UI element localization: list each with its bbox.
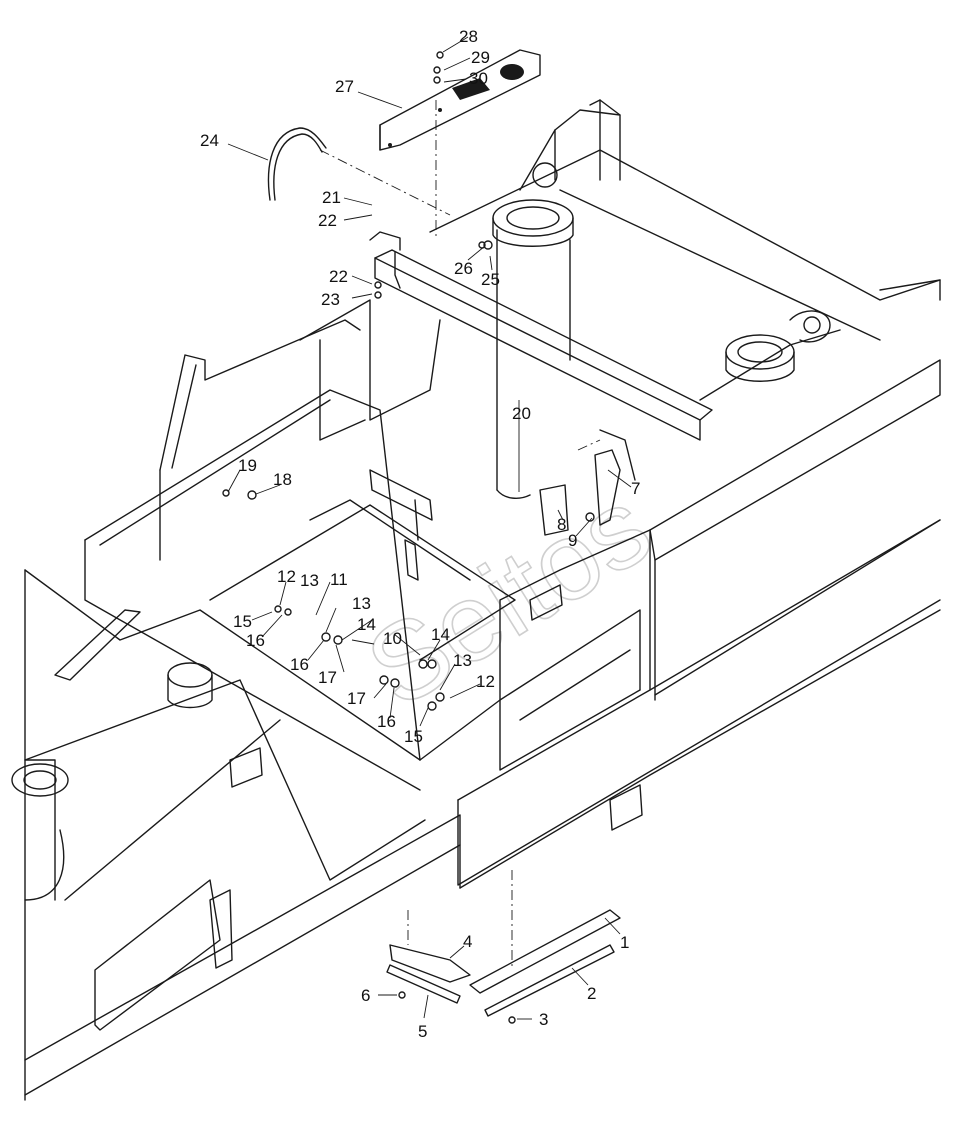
callout-18: 18 <box>273 470 292 489</box>
callout-16-a: 16 <box>246 631 265 650</box>
callout-12-right: 12 <box>476 672 495 691</box>
callout-14-a: 14 <box>357 615 376 634</box>
watermark: Seitos <box>347 465 671 731</box>
callout-10: 10 <box>383 629 402 648</box>
callout-20: 20 <box>512 404 531 423</box>
callout-17-a: 17 <box>318 668 337 687</box>
callout-17-b: 17 <box>347 689 366 708</box>
leader-lines <box>227 36 632 1020</box>
callout-12-left: 12 <box>277 567 296 586</box>
callout-19: 19 <box>238 456 257 475</box>
callout-3: 3 <box>539 1010 548 1029</box>
callout-7: 7 <box>631 479 640 498</box>
callouts: 28 29 30 27 24 21 22 26 25 22 23 20 7 8 … <box>200 27 640 1041</box>
callout-1: 1 <box>620 933 629 952</box>
callout-16-c: 16 <box>377 712 396 731</box>
callout-14-b: 14 <box>431 625 450 644</box>
callout-11: 11 <box>330 570 348 589</box>
callout-16-b: 16 <box>290 655 309 674</box>
callout-23: 23 <box>321 290 340 309</box>
callout-15-right: 15 <box>404 727 423 746</box>
callout-29: 29 <box>471 48 490 67</box>
callout-22-top: 22 <box>318 211 337 230</box>
callout-30: 30 <box>469 69 488 88</box>
callout-27: 27 <box>335 77 354 96</box>
assembly-axes <box>319 100 601 970</box>
callout-15-left: 15 <box>233 612 252 631</box>
callout-21: 21 <box>322 188 341 207</box>
callout-25: 25 <box>481 270 500 289</box>
callout-8: 8 <box>557 515 566 534</box>
callout-9: 9 <box>568 531 577 550</box>
callout-28: 28 <box>459 27 478 46</box>
callout-2: 2 <box>587 984 596 1003</box>
callout-6: 6 <box>361 986 370 1005</box>
callout-13-c: 13 <box>453 651 472 670</box>
callout-22-low: 22 <box>329 267 348 286</box>
callout-13-a: 13 <box>300 571 319 590</box>
callout-13-b: 13 <box>352 594 371 613</box>
callout-4: 4 <box>463 932 472 951</box>
callout-26: 26 <box>454 259 473 278</box>
callout-24: 24 <box>200 131 219 150</box>
callout-5: 5 <box>418 1022 427 1041</box>
frame-drawing <box>11 49 941 1101</box>
